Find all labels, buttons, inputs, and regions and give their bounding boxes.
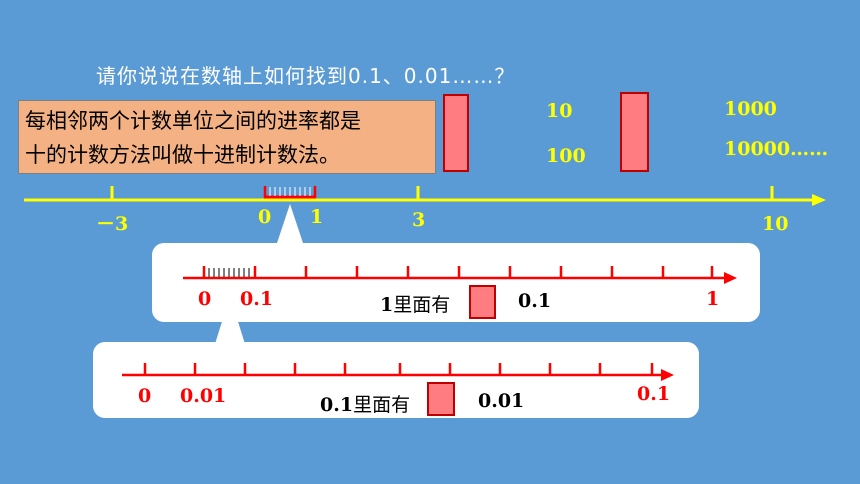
main-axis-label-3: 3 <box>412 209 426 231</box>
definition-line-2: 十的计数方法叫做十进制计数法。 <box>25 143 340 167</box>
unit-label-10000: 10000…… <box>724 138 829 160</box>
hundredths-number-line <box>122 363 674 381</box>
blank-box-tenths[interactable] <box>469 285 496 319</box>
panel-tenths <box>152 243 760 322</box>
hundredths-sentence-prefix: 0.1 <box>320 394 354 416</box>
unit-label-1000: 1000 <box>724 98 777 120</box>
hundredths-sentence-text: 里面有 <box>353 394 411 416</box>
callout-pointer-1 <box>276 204 304 246</box>
tenths-label-1: 1 <box>706 288 720 310</box>
hundredths-label-0-01: 0.01 <box>180 385 227 407</box>
main-axis-label-neg3: －3 <box>96 213 129 235</box>
main-axis-label-1: 1 <box>310 206 324 228</box>
hundredths-label-0: 0 <box>138 385 152 407</box>
question-text: 请你说说在数轴上如何找到0.1、0.01……？ <box>96 64 516 88</box>
hundredths-label-0-1: 0.1 <box>637 383 671 405</box>
tenths-sentence-value: 0.1 <box>518 290 552 312</box>
main-axis-label-0: 0 <box>258 206 272 228</box>
hundredths-sentence: 0.1里面有 <box>320 390 410 417</box>
tenths-sentence: 1里面有 <box>380 290 450 317</box>
tenths-sentence-text: 里面有 <box>393 294 451 316</box>
definition-box: 每相邻两个计数单位之间的进率都是 十的计数方法叫做十进制计数法。 <box>18 100 436 174</box>
blank-box-hundredths[interactable] <box>427 382 455 416</box>
zoom-bracket-main <box>263 186 317 199</box>
main-axis-label-10: 10 <box>762 213 789 235</box>
blank-box-upper-left[interactable] <box>443 94 469 172</box>
tenths-number-line <box>183 266 737 284</box>
unit-label-10: 10 <box>546 100 573 122</box>
main-number-line <box>24 186 826 206</box>
definition-line-1: 每相邻两个计数单位之间的进率都是 <box>25 109 361 133</box>
hundredths-sentence-value: 0.01 <box>478 390 525 412</box>
panel-hundredths <box>93 342 699 418</box>
tenths-label-0-1: 0.1 <box>240 288 274 310</box>
blank-box-upper-right[interactable] <box>620 92 649 172</box>
unit-label-100: 100 <box>546 145 586 167</box>
tenths-sentence-prefix: 1 <box>380 294 394 316</box>
tenths-label-0: 0 <box>198 288 212 310</box>
callout-pointer-2 <box>215 296 245 344</box>
